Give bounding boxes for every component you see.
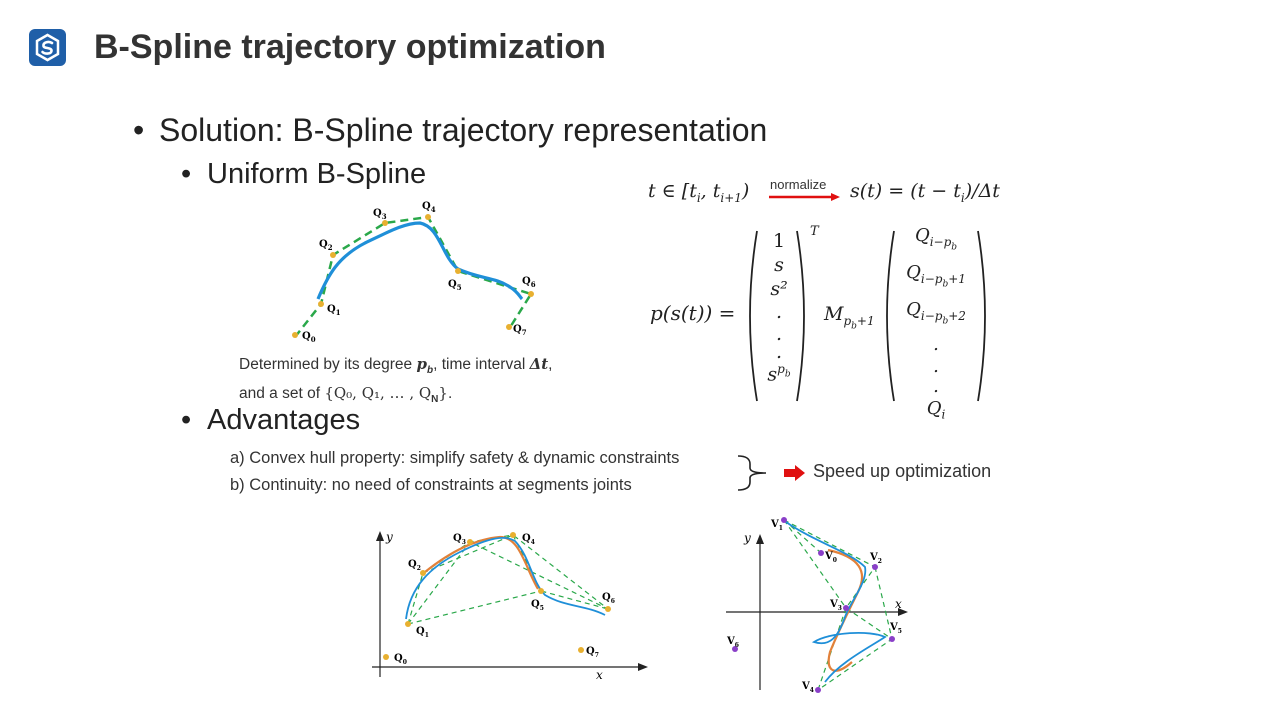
vector-s: 1 s s² . . . spb	[762, 229, 796, 384]
vector-q-brackets	[886, 230, 986, 402]
bullet-dot: •	[181, 404, 192, 436]
transpose-marker: T	[810, 224, 819, 239]
left-axis-x: x	[596, 668, 603, 682]
vector-s-entry: s	[774, 254, 784, 276]
vector-s-entry: .	[775, 323, 783, 345]
formula-p-lhs: p(s(t)) =	[650, 301, 736, 325]
top-label-q3: Q3	[373, 208, 387, 221]
convex-hull-figure: y x Q0 Q1 Q2 Q3 Q4 Q5 Q6 Q7	[372, 530, 648, 682]
vector-q-entry: .	[933, 375, 939, 397]
vector-s-entry: 1	[772, 230, 786, 252]
right-axis-x: x	[895, 597, 902, 611]
vector-q-entry: Qi	[926, 397, 946, 422]
top-label-q4: Q4	[422, 201, 436, 214]
right-label-v3: V3	[829, 599, 842, 612]
logo-icon	[29, 29, 66, 66]
right-label-v4: V4	[801, 681, 814, 694]
bullet-dot: •	[181, 158, 192, 190]
right-label-v5: V5	[889, 622, 902, 635]
bullet-advantages: • Advantages	[181, 404, 360, 437]
left-label-q3: Q3	[453, 533, 466, 546]
vector-s-entry: s²	[770, 278, 788, 300]
right-axis-y: y	[743, 531, 751, 545]
advantage-b: b) Continuity: no need of constraints at…	[230, 476, 632, 494]
right-label-v6: V6	[726, 636, 739, 649]
right-label-v0: V0	[824, 551, 837, 564]
bullet-solution: • Solution: B-Spline trajectory represent…	[133, 112, 767, 149]
top-label-q7: Q7	[513, 324, 527, 337]
formula-t-range: t ∈ [ti, ti+1)	[648, 180, 750, 205]
vector-q-entry: Qi−pb	[914, 225, 958, 252]
normalize-label: normalize	[770, 177, 827, 192]
uniform-bspline-figure: Q0 Q1 Q2 Q3 Q4 Q5 Q6 Q7	[292, 201, 536, 344]
left-label-q0: Q0	[394, 653, 407, 666]
top-label-q2: Q2	[319, 239, 333, 252]
slide-title: B-Spline trajectory optimization	[94, 28, 606, 66]
bullet-dot: •	[133, 112, 145, 148]
left-label-q6: Q6	[602, 592, 615, 605]
right-label-v2: V2	[869, 552, 882, 565]
bspline-note: Determined by its degree pb, time interv…	[239, 353, 552, 411]
left-axis-y: y	[385, 530, 393, 544]
brace-icon	[737, 455, 767, 491]
left-label-q2: Q2	[408, 559, 421, 572]
vector-s-entry: .	[775, 341, 783, 363]
normalize-arrow-icon	[769, 193, 840, 201]
formula-s-definition: s(t) = (t − ti)/Δt	[850, 180, 1000, 205]
bullet-uniform: • Uniform B-Spline	[181, 158, 426, 191]
vector-s-entry: .	[775, 301, 783, 323]
vector-q-entry: .	[933, 355, 939, 377]
vector-q-entry: Qi−pb+1	[906, 261, 966, 289]
bullet-advantages-text: Advantages	[207, 404, 361, 436]
matrix-m: Mpb+1	[824, 303, 875, 332]
vector-s-entry: spb	[767, 362, 791, 386]
vector-q-entry: .	[933, 333, 939, 355]
note-line-2: and a set of {Q₀, Q₁, … , QN}.	[239, 384, 453, 406]
top-label-q6: Q6	[522, 276, 536, 289]
bspline-v-figure: y x V1 V0 V2 V3 V5 V6 V4	[726, 517, 908, 694]
right-label-v1: V1	[770, 519, 783, 532]
bullet-solution-text: Solution: B-Spline trajectory representa…	[159, 112, 768, 148]
top-label-q0: Q0	[302, 331, 316, 344]
vector-q: Qi−pb Qi−pb+1 Qi−pb+2 . . . Qi	[894, 223, 978, 428]
left-label-q1: Q1	[416, 626, 429, 639]
top-label-q5: Q5	[448, 279, 462, 292]
left-label-q4: Q4	[522, 533, 535, 546]
note-line-1: Determined by its degree pb, time interv…	[239, 355, 553, 377]
left-label-q7: Q7	[586, 646, 599, 659]
top-label-q1: Q1	[327, 304, 341, 317]
advantage-a: a) Convex hull property: simplify safety…	[230, 449, 680, 467]
vector-s-brackets	[749, 230, 805, 402]
speed-up-text: Speed up optimization	[813, 461, 992, 481]
red-arrow-icon	[784, 465, 805, 481]
vector-q-entry: Qi−pb+2	[906, 298, 966, 326]
left-label-q5: Q5	[531, 599, 544, 612]
bullet-uniform-text: Uniform B-Spline	[207, 158, 427, 190]
